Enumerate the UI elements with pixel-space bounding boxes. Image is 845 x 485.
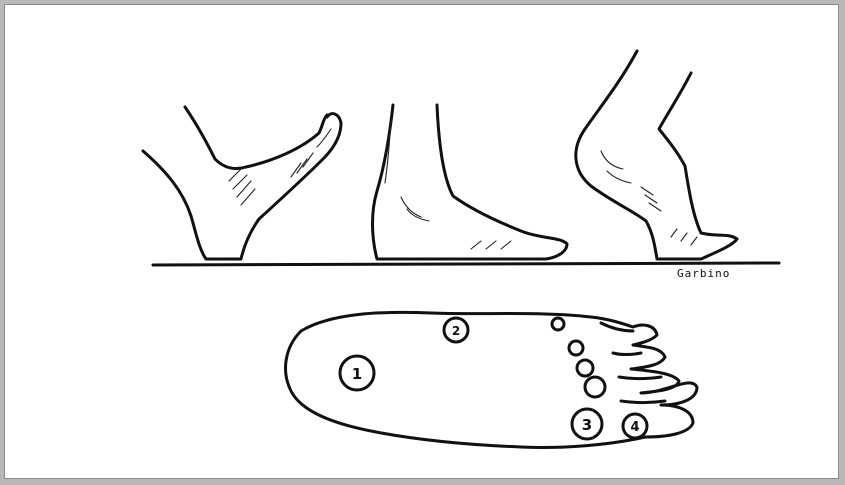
artist-signature: Garbino (677, 267, 730, 280)
ground-line (153, 263, 779, 265)
zone-3-marker: 3 (572, 409, 602, 439)
zone-4-label: 4 (630, 420, 639, 435)
zone-1-marker: 1 (340, 356, 374, 390)
zone-3-label: 3 (582, 416, 592, 434)
toe-pad-circle (569, 341, 583, 355)
zone-4-marker: 4 (623, 414, 647, 438)
foot-sole: 1 2 3 4 (286, 312, 697, 447)
zone-2-label: 2 (452, 324, 460, 338)
toe-pad-circle (552, 318, 564, 330)
toe-pad-circle (577, 360, 593, 376)
zone-2-marker: 2 (444, 318, 468, 342)
illustration-frame: Garbino 1 2 3 4 (4, 4, 839, 479)
zone-1-label: 1 (352, 365, 362, 383)
foot-dorsiflexed (143, 107, 341, 259)
foot-neutral (373, 105, 568, 259)
foot-plantarflexed (576, 51, 737, 259)
foot-illustration: Garbino 1 2 3 4 (5, 5, 840, 480)
toe-pad-circle (585, 377, 605, 397)
